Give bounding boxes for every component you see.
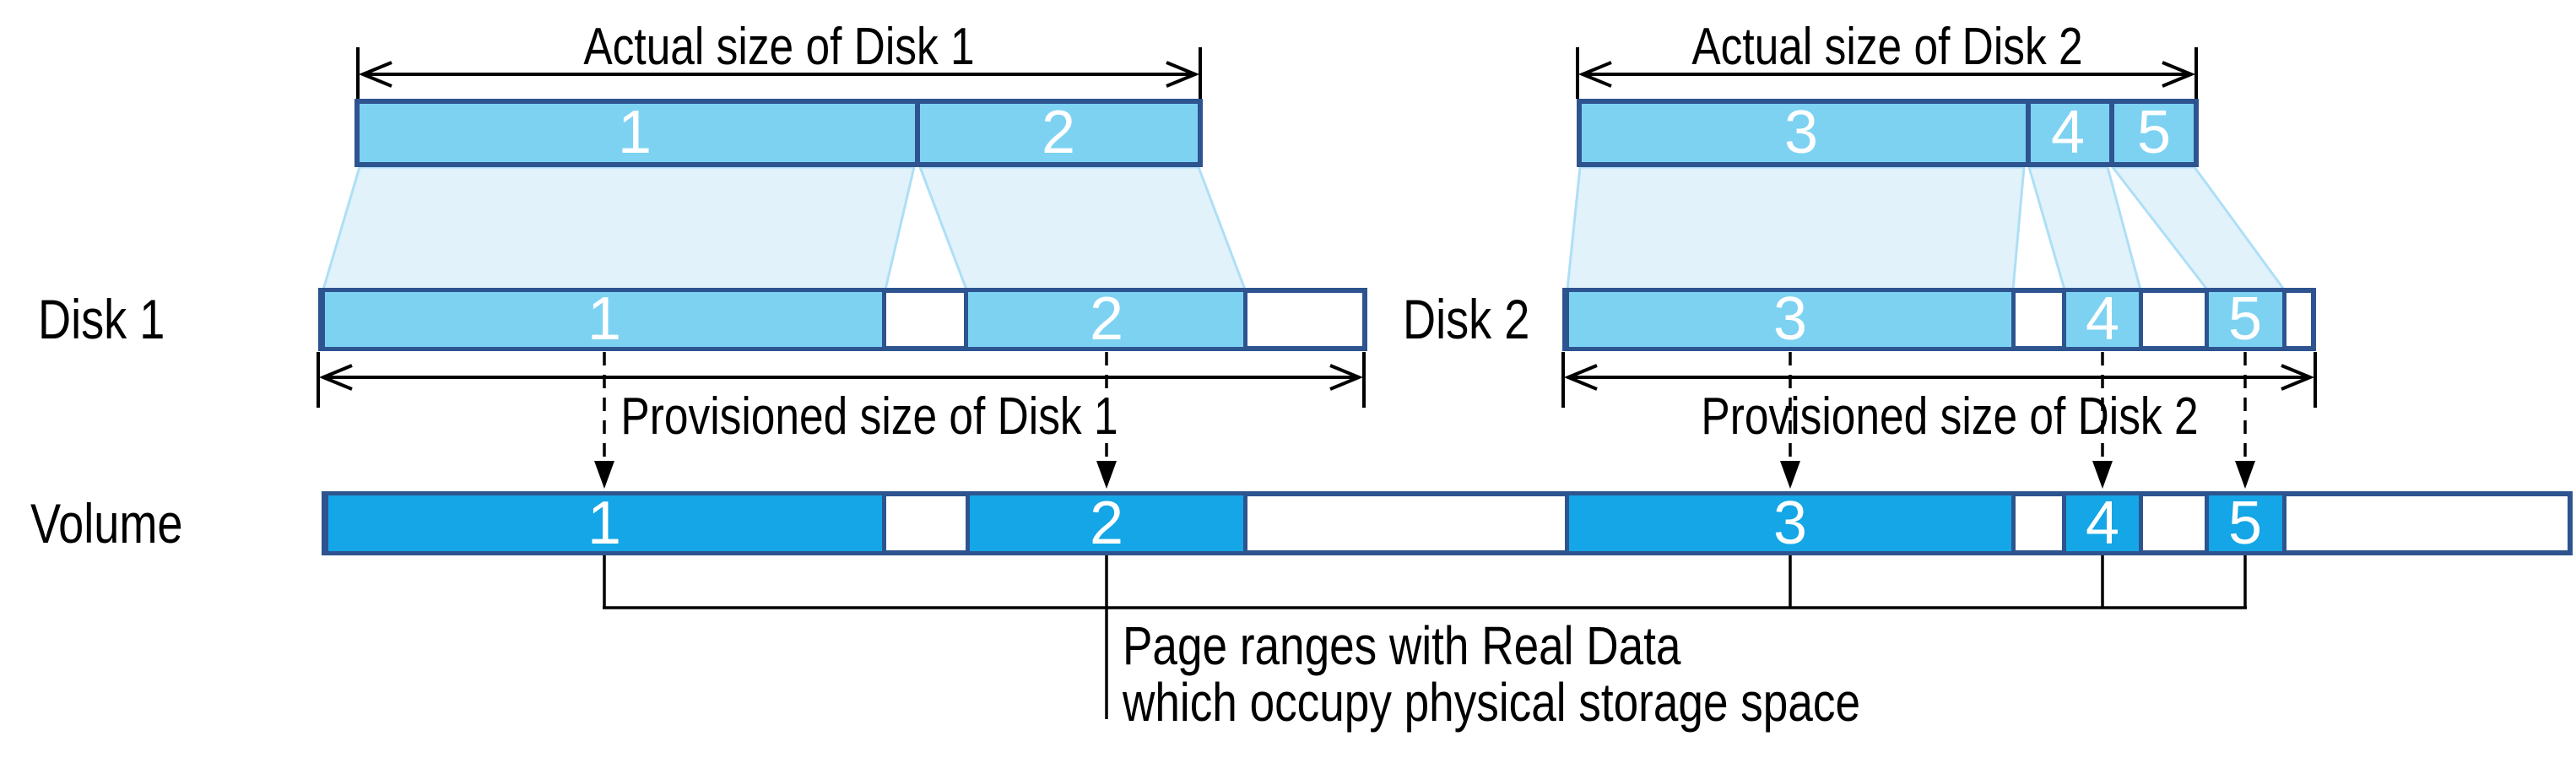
disk1-provisioned-size-label: Provisioned size of Disk 1 bbox=[620, 387, 1118, 446]
disk2-actual-bar bbox=[1577, 99, 2199, 167]
disk2-segment-5 bbox=[2205, 288, 2286, 351]
disk1-row-label: Disk 1 bbox=[38, 288, 165, 350]
funnel-shapes bbox=[321, 165, 2286, 291]
disk1-actual-bar bbox=[354, 99, 1203, 167]
disk2-actual-segment5-number: 5 bbox=[2136, 99, 2172, 166]
disk2-segment-4 bbox=[2062, 288, 2143, 351]
disk2-actual-bar-divider-2 bbox=[2109, 99, 2114, 167]
disk1-actual-bar-divider bbox=[915, 99, 920, 167]
funnel-disk2-segment5 bbox=[2109, 165, 2286, 291]
volume-segment-5 bbox=[2205, 491, 2286, 555]
disk1-segment1-number: 1 bbox=[587, 285, 622, 353]
annotation-line2: which occupy physical storage space bbox=[1123, 672, 1860, 733]
volume-segment-4 bbox=[2062, 491, 2143, 555]
funnel-disk2-segment4 bbox=[2027, 165, 2142, 291]
disk2-actual-size-label: Actual size of Disk 2 bbox=[1691, 18, 2083, 76]
annotation-line1: Page ranges with Real Data bbox=[1123, 615, 1681, 676]
provisioned-size-arrow-disk2 bbox=[1561, 352, 2317, 408]
disk1-actual-segment2-number: 2 bbox=[1041, 99, 1076, 166]
volume-segment-3 bbox=[1565, 491, 2016, 555]
volume-segment5-number: 5 bbox=[2227, 490, 2263, 557]
volume-row-label: Volume bbox=[30, 492, 183, 555]
dashed-arrow-segment1 bbox=[594, 352, 614, 489]
mapping-dashed-arrows bbox=[594, 352, 2255, 489]
disk2-segment4-number: 4 bbox=[2085, 285, 2120, 353]
volume-segment-2 bbox=[966, 491, 1247, 555]
disk2-segment-3 bbox=[1565, 288, 2016, 351]
disk1-actual-segment1-number: 1 bbox=[617, 99, 652, 166]
volume-segment-1 bbox=[324, 491, 886, 555]
page-range-bracket bbox=[603, 555, 2247, 719]
dashed-arrow-segment3 bbox=[1780, 352, 1800, 489]
provisioned-size-arrow-disk1 bbox=[317, 352, 1366, 408]
disk2-provisioned-size-label: Provisioned size of Disk 2 bbox=[1701, 387, 2199, 446]
volume-segment1-number: 1 bbox=[587, 490, 622, 557]
disk1-segment2-number: 2 bbox=[1089, 285, 1124, 353]
disk2-row-label: Disk 2 bbox=[1403, 288, 1530, 350]
actual-size-arrow-disk2 bbox=[1576, 47, 2198, 99]
disk1-segment-2 bbox=[964, 288, 1247, 351]
volume-segment2-number: 2 bbox=[1089, 490, 1124, 557]
dashed-arrow-segment4 bbox=[2092, 352, 2113, 489]
disk2-segment3-number: 3 bbox=[1772, 285, 1808, 353]
disk1-actual-size-label: Actual size of Disk 1 bbox=[583, 18, 975, 76]
disk2-actual-segment4-number: 4 bbox=[2050, 99, 2086, 166]
dashed-arrow-segment5 bbox=[2235, 352, 2255, 489]
disk1-segment-1 bbox=[321, 288, 886, 351]
funnel-disk2-segment3 bbox=[1566, 165, 2026, 291]
disk2-actual-segment3-number: 3 bbox=[1783, 99, 1819, 166]
volume-segment4-number: 4 bbox=[2085, 490, 2120, 557]
volume-segment3-number: 3 bbox=[1772, 490, 1808, 557]
dashed-arrow-segment2 bbox=[1096, 352, 1117, 489]
funnel-disk1-segment1 bbox=[321, 165, 916, 291]
disk2-actual-bar-divider-1 bbox=[2026, 99, 2031, 167]
funnel-disk1-segment2 bbox=[917, 165, 1247, 291]
page-ranges-annotation: Page ranges with Real Data which occupy … bbox=[1123, 618, 1860, 731]
disk2-segment5-number: 5 bbox=[2227, 285, 2263, 353]
actual-size-arrow-disk1 bbox=[356, 47, 1202, 99]
